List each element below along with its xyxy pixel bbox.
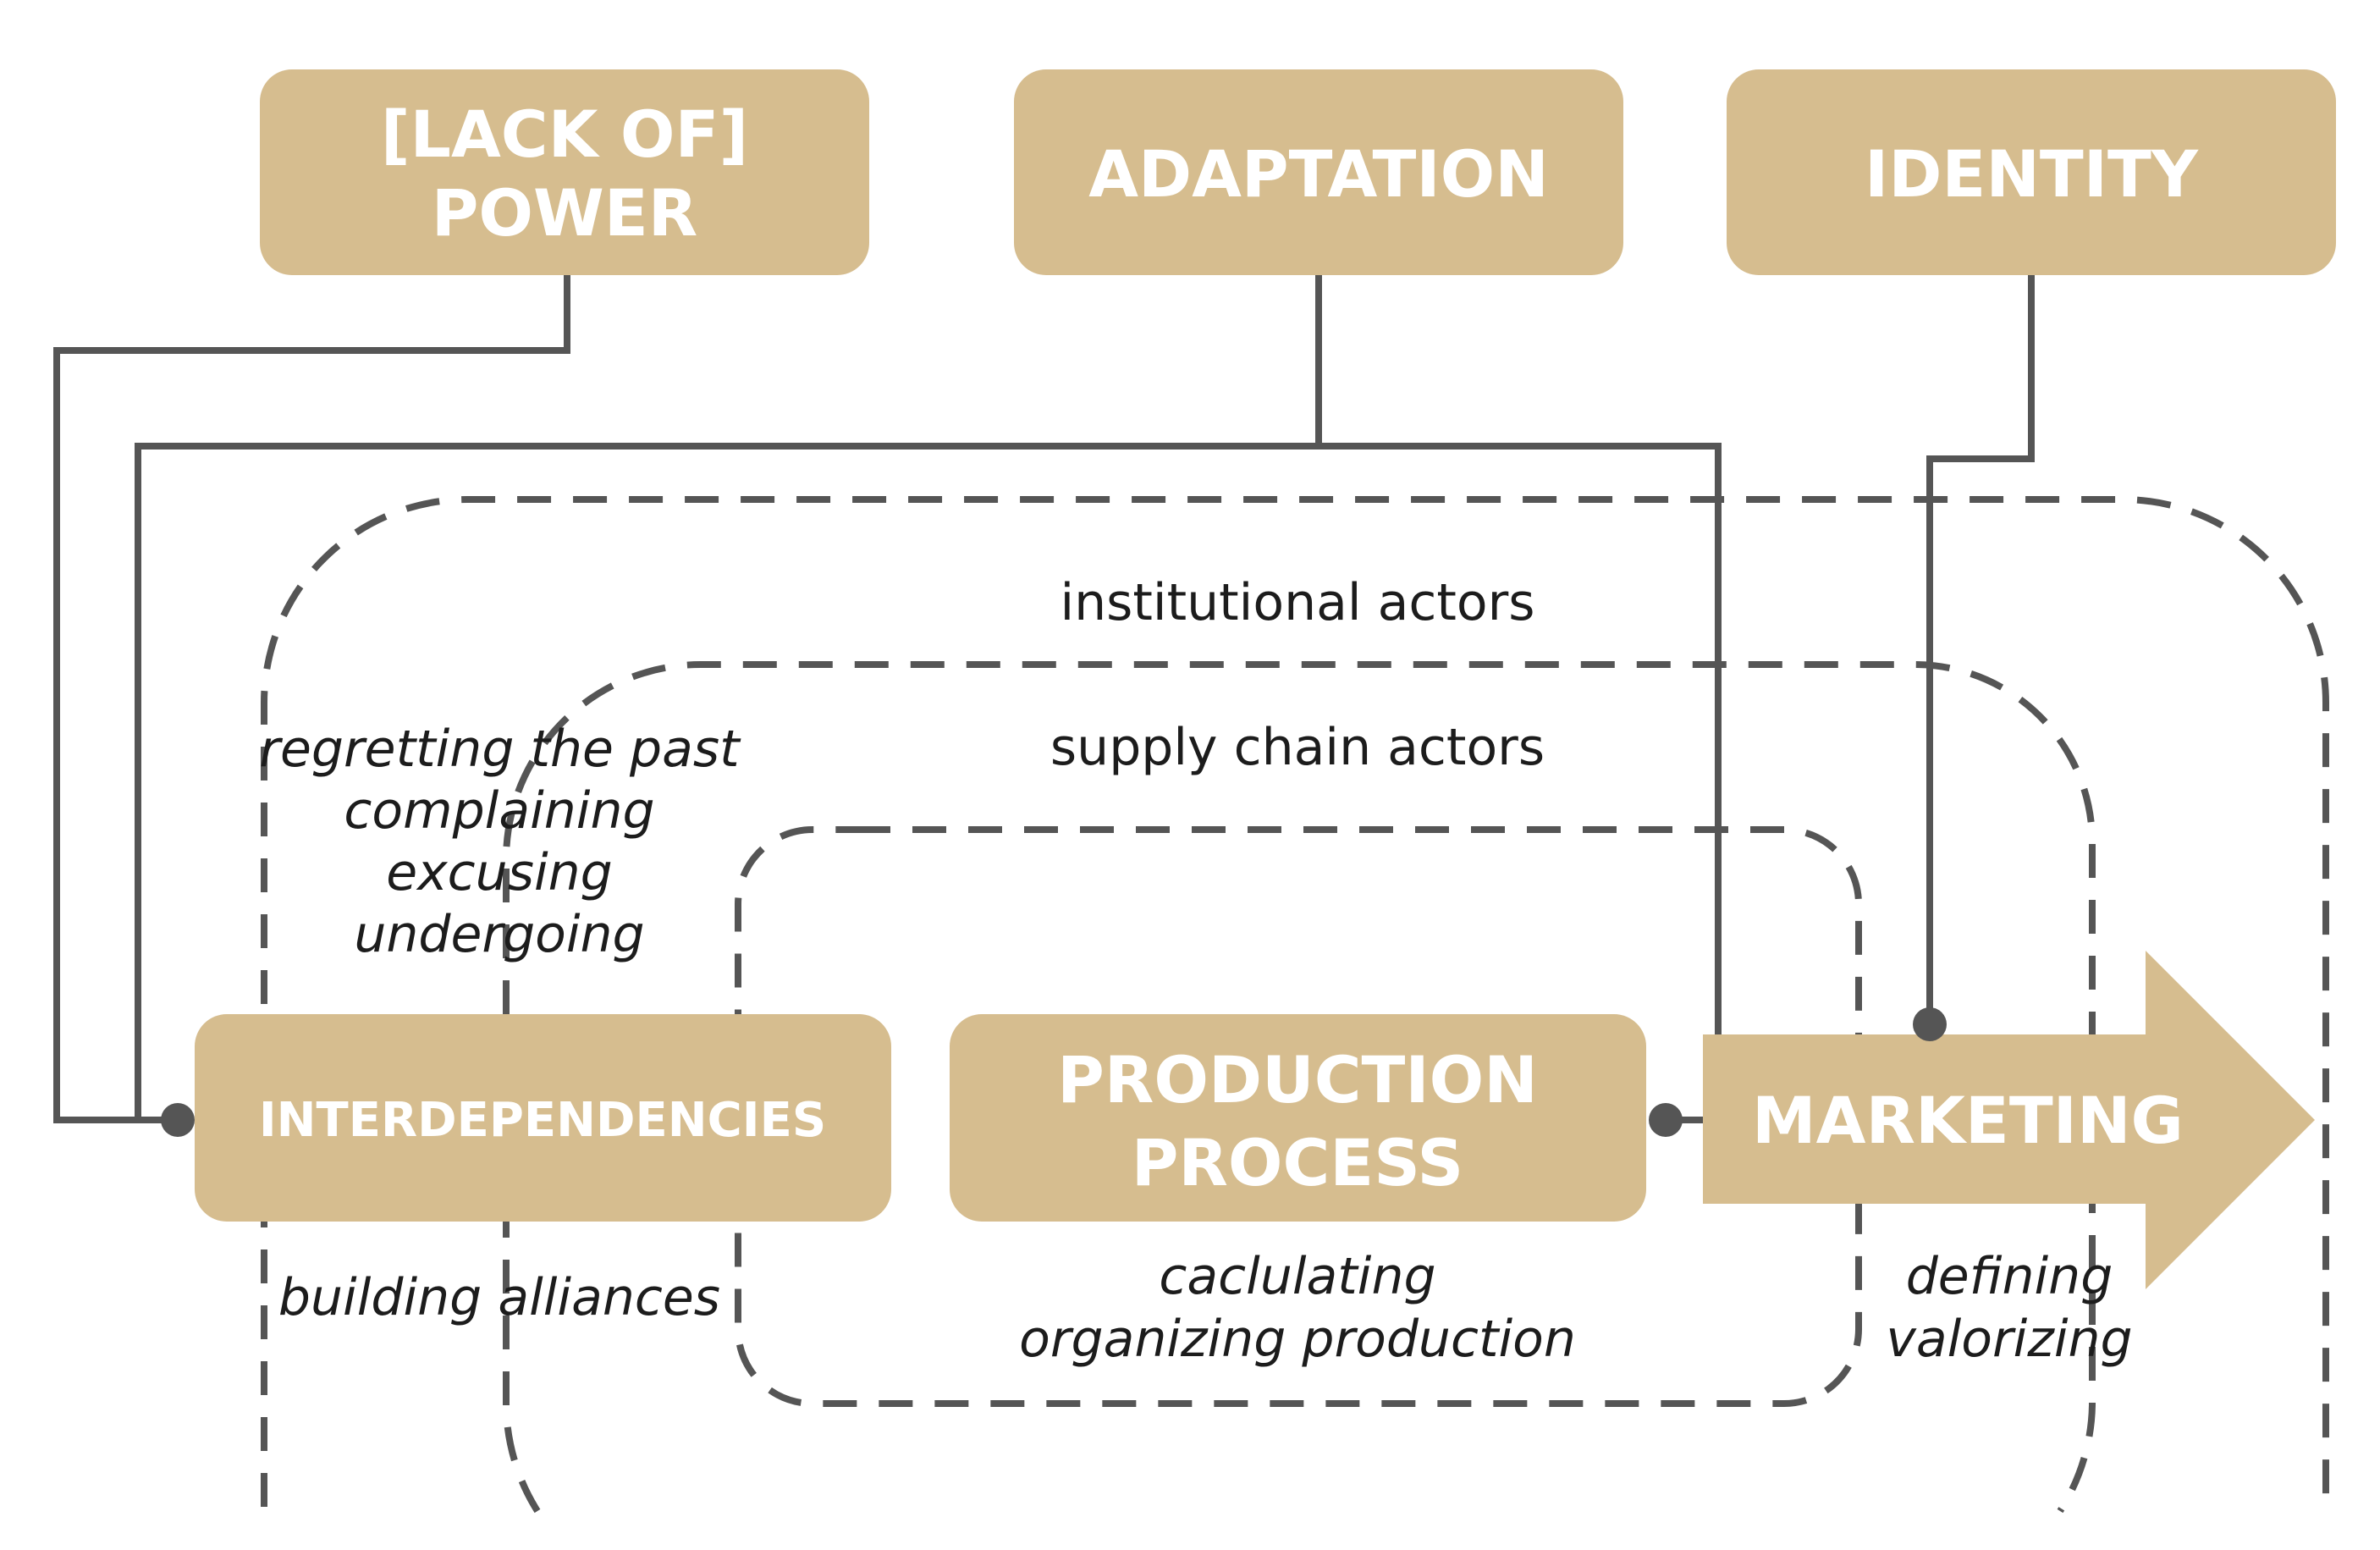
adaptation-connector	[135, 275, 1322, 1120]
institutional-actors-area	[261, 496, 2329, 1507]
supply-chain-actors-label: supply chain actors	[1050, 718, 1545, 777]
behaviour-undergoing: undergoing	[354, 905, 644, 964]
behaviour-complaining: complaining	[344, 781, 654, 841]
behaviour-valorizing: valorizing	[1886, 1310, 2132, 1369]
production-area	[735, 826, 1862, 1407]
behaviour-organizing-production: organizing production	[1019, 1310, 1576, 1369]
behaviour-regretting: regretting the past	[259, 720, 741, 779]
behaviour-building-alliances: building alliances	[278, 1268, 720, 1327]
marketing-arrow: MARKETING	[1703, 951, 2315, 1289]
adaptation-production-connector	[1319, 443, 1722, 1123]
identity-box: IDENTITY	[1727, 69, 2336, 275]
lack-of-power-box: [LACK OF] POWER	[260, 69, 869, 275]
production-process-label-line2: PROCESS	[1132, 1125, 1464, 1200]
behaviour-excusing: excusing	[386, 843, 612, 902]
identity-connector	[1926, 275, 2035, 1024]
behaviour-calculating: caclulating	[1159, 1247, 1435, 1306]
interdependencies-box: INTERDEPENDENCIES	[195, 1014, 891, 1222]
interdependencies-label: INTERDEPENDENCIES	[259, 1093, 826, 1148]
marketing-dot	[1913, 1007, 1947, 1041]
adaptation-box: ADAPTATION	[1014, 69, 1623, 275]
production-process-box: PRODUCTION PROCESS	[950, 1014, 1646, 1222]
behaviour-defining: defining	[1906, 1247, 2113, 1306]
marketing-label: MARKETING	[1752, 1083, 2184, 1158]
institutional-actors-label: institutional actors	[1060, 573, 1534, 632]
identity-label: IDENTITY	[1865, 136, 2199, 212]
adaptation-label: ADAPTATION	[1088, 136, 1549, 212]
supply-chain-actors-area	[503, 661, 2096, 1514]
production-dot	[1649, 1103, 1683, 1137]
lack-of-power-label-line2: POWER	[432, 175, 698, 251]
interdependencies-dot	[161, 1103, 195, 1137]
production-process-label-line1: PRODUCTION	[1057, 1042, 1538, 1117]
lack-of-power-label-line1: [LACK OF]	[381, 97, 748, 172]
power-connector	[53, 275, 570, 1123]
